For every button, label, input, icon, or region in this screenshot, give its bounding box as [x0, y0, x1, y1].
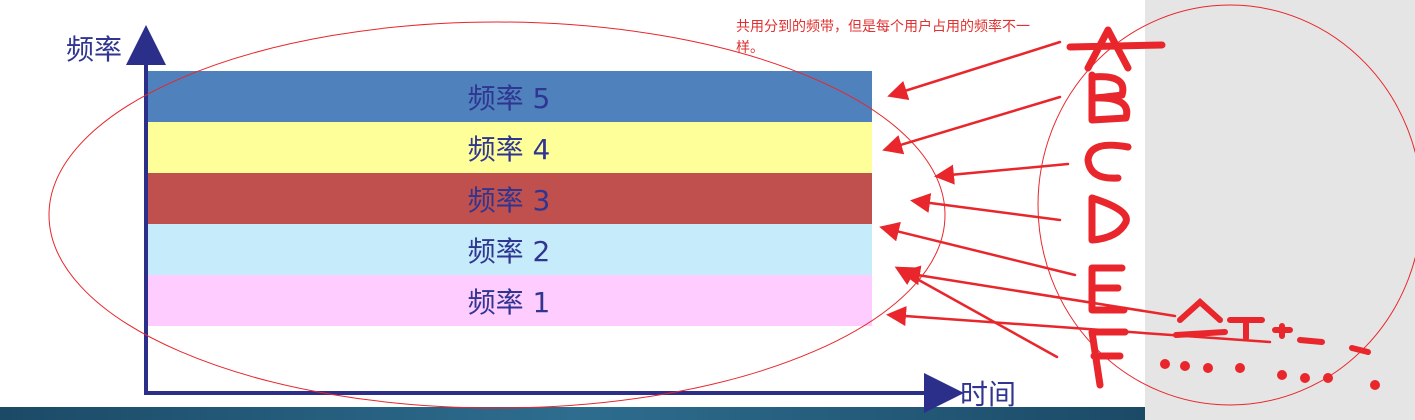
arrow-c [934, 162, 1070, 185]
annotation-note: 共用分到的频带，但是每个用户占用的频率不一样。 [736, 19, 1030, 56]
y-axis-label: 频率 [66, 33, 123, 66]
handwritten-letters [1066, 26, 1166, 389]
arrow-f2 [886, 306, 1272, 344]
arrow-f1 [894, 266, 1059, 359]
arrow-b [882, 95, 1062, 155]
band-frequency-2: 频率 2 [146, 224, 872, 275]
x-axis-label: 时间 [960, 378, 1017, 411]
arrow-dots [900, 265, 1177, 318]
handwritten-dot-marks [1160, 359, 1380, 390]
handwritten-f [1088, 328, 1129, 389]
band-frequency-4: 频率 4 [146, 122, 872, 173]
arrow-d [910, 193, 1062, 222]
handwritten-c [1084, 141, 1132, 182]
band-frequency-1: 频率 1 [146, 275, 872, 326]
handwritten-b [1088, 71, 1131, 124]
arrow-e [879, 221, 1077, 277]
handwritten-e [1088, 264, 1128, 314]
annotation-arrows [879, 40, 1272, 359]
slide-footer-bar [0, 407, 1145, 420]
band-frequency-5: 频率 5 [146, 71, 872, 122]
annotation-ellipse [48, 21, 946, 409]
handwritten-a [1066, 26, 1166, 72]
handwritten-dots [1173, 297, 1371, 355]
handwritten-d [1088, 194, 1130, 244]
band-frequency-3: 频率 3 [146, 173, 872, 224]
annotation-circle [1037, 4, 1415, 406]
arrow-a [887, 40, 1062, 101]
